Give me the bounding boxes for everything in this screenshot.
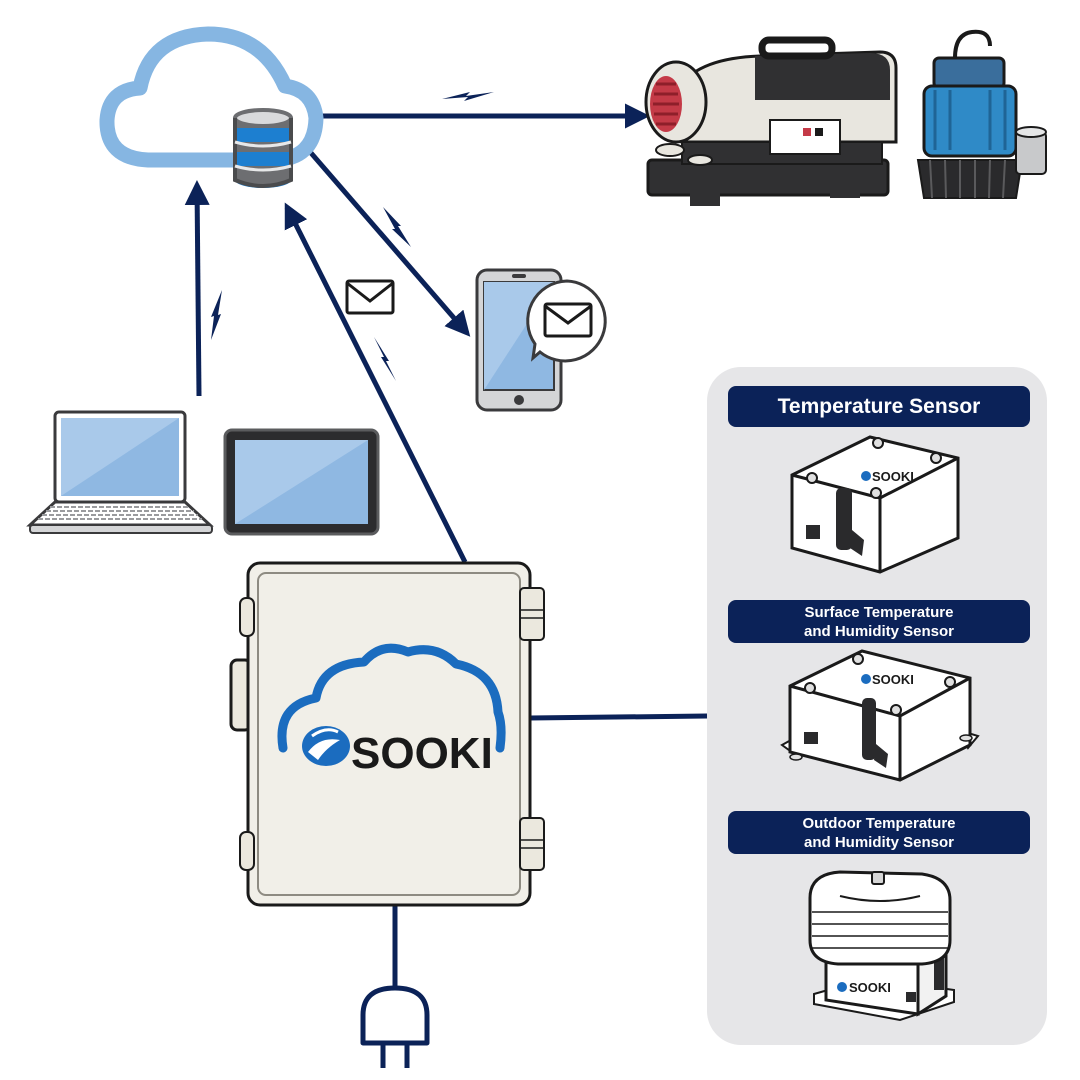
wireless-signal-icon bbox=[383, 207, 411, 247]
smartphone-icon bbox=[475, 268, 607, 412]
sooki-logo-small: SOOKI bbox=[861, 672, 914, 687]
temperature-sensor-image: SOOKI bbox=[790, 435, 960, 574]
database-icon bbox=[233, 108, 293, 188]
surface-sensor-label: Surface Temperature and Humidity Sensor bbox=[728, 600, 1030, 643]
sensor-label-line: Outdoor Temperature bbox=[802, 814, 956, 832]
heater-icon bbox=[644, 36, 898, 206]
sensor-label-line: Temperature Sensor bbox=[777, 394, 981, 418]
tablet-icon bbox=[223, 428, 380, 536]
gateway-enclosure-icon: SOOKI bbox=[229, 561, 545, 907]
wireless-signal-icon bbox=[442, 92, 494, 101]
sooki-swirl-icon bbox=[302, 726, 350, 766]
sooki-logo-small: SOOKI bbox=[861, 469, 914, 484]
wireless-signal-icon bbox=[211, 290, 222, 340]
water-pump-icon bbox=[916, 29, 1047, 199]
envelope-icon bbox=[543, 302, 593, 338]
computers-to-cloud-arrow bbox=[184, 180, 210, 397]
sooki-logo-text: SOOKI bbox=[351, 729, 493, 778]
power-plug-icon bbox=[360, 985, 430, 1068]
laptop-icon bbox=[26, 410, 214, 534]
sooki-logo-text: SOOKI bbox=[872, 469, 914, 484]
sooki-logo-text: SOOKI bbox=[872, 672, 914, 687]
sooki-logo-small: SOOKI bbox=[837, 980, 891, 995]
connection-lines bbox=[184, 103, 708, 990]
sensor-label-line: and Humidity Sensor bbox=[803, 833, 955, 851]
envelope-icon bbox=[345, 279, 395, 315]
surface-sensor-image: SOOKI bbox=[780, 649, 980, 782]
gateway-to-sensors-line bbox=[529, 713, 708, 721]
sooki-logo-text: SOOKI bbox=[849, 980, 891, 995]
cloud-to-phone-arrow bbox=[303, 144, 471, 337]
cloud-database-icon bbox=[99, 26, 324, 188]
sensor-label-line: and Humidity Sensor bbox=[803, 622, 955, 640]
sensor-label-line: Surface Temperature bbox=[804, 603, 954, 621]
notification-bubble bbox=[526, 279, 607, 363]
gateway-to-cloud-arrow bbox=[284, 202, 468, 564]
wireless-signals bbox=[211, 92, 494, 381]
outdoor-sensor-label: Outdoor Temperature and Humidity Sensor bbox=[728, 811, 1030, 854]
cloud-logo-icon bbox=[277, 643, 506, 753]
wireless-signal-icon bbox=[374, 337, 396, 381]
outdoor-sensor-image: SOOKI bbox=[808, 870, 955, 1022]
temperature-sensor-label: Temperature Sensor bbox=[728, 386, 1030, 427]
